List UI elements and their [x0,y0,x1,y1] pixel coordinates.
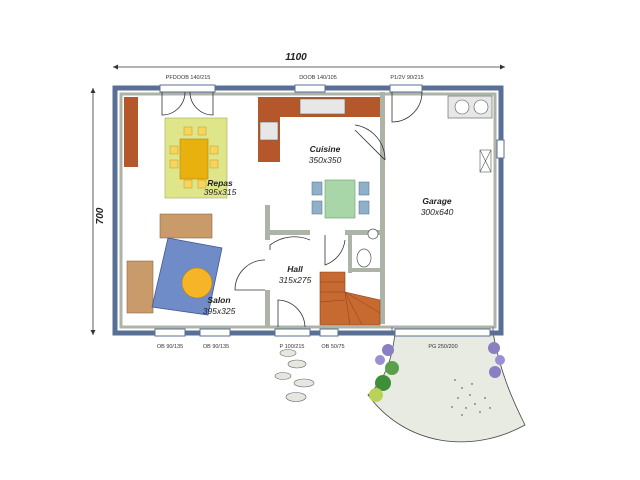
width-label: 1100 [285,52,307,63]
opening-label-bottom: OB 50/75 [321,344,344,350]
room-repas: Repas 395x315 [204,178,237,197]
dining-chairs [169,126,219,189]
washbasin [367,228,379,240]
cooktop [259,121,279,141]
interior-walls [265,92,385,327]
opening-label-top: P1/2V 90/215 [390,75,423,81]
svg-text:Hall: Hall [287,264,303,274]
sideboard [124,97,138,167]
gravel-dots [451,379,491,416]
opening-label-bottom: P 100/215 [280,344,305,350]
openings [154,84,505,337]
svg-text:Garage: Garage [422,196,452,206]
staircase [319,271,381,326]
toilet [356,248,372,268]
plants-left [369,344,399,402]
dimension-height: 700 [90,88,106,335]
sofa-top [159,213,213,239]
stepping-stones [274,349,315,402]
svg-text:Cuisine: Cuisine [310,144,341,154]
svg-text:Salon: Salon [207,295,230,305]
room-hall: Hall 315x275 [279,264,312,285]
door-swings [161,91,423,328]
svg-text:350x350: 350x350 [309,155,342,165]
opening-label-top: DOOB 140/105 [299,75,337,81]
kitchen-table [324,179,356,219]
kitchen-chairs [311,181,370,215]
opening-label-top: PFDOOB 140/215 [166,75,211,81]
svg-text:315x275: 315x275 [279,275,312,285]
svg-text:395x325: 395x325 [203,306,236,316]
plants-right [488,342,505,378]
svg-text:395x315: 395x315 [204,187,237,197]
height-label: 700 [95,207,106,224]
room-cuisine: Cuisine 350x350 [309,144,342,165]
sink [299,98,346,115]
sofa-left [126,260,154,314]
opening-label-bottom: PG 250/200 [428,344,457,350]
svg-text:Repas: Repas [207,178,233,188]
opening-label-bottom: OB 90/135 [203,344,229,350]
dining-table [179,138,209,180]
dimension-width: 1100 [113,52,505,70]
coffee-table [181,267,213,299]
room-garage: Garage 300x640 [421,196,454,217]
opening-label-bottom: OB 90/135 [157,344,183,350]
svg-text:300x640: 300x640 [421,207,454,217]
room-salon: Salon 395x325 [203,295,236,316]
